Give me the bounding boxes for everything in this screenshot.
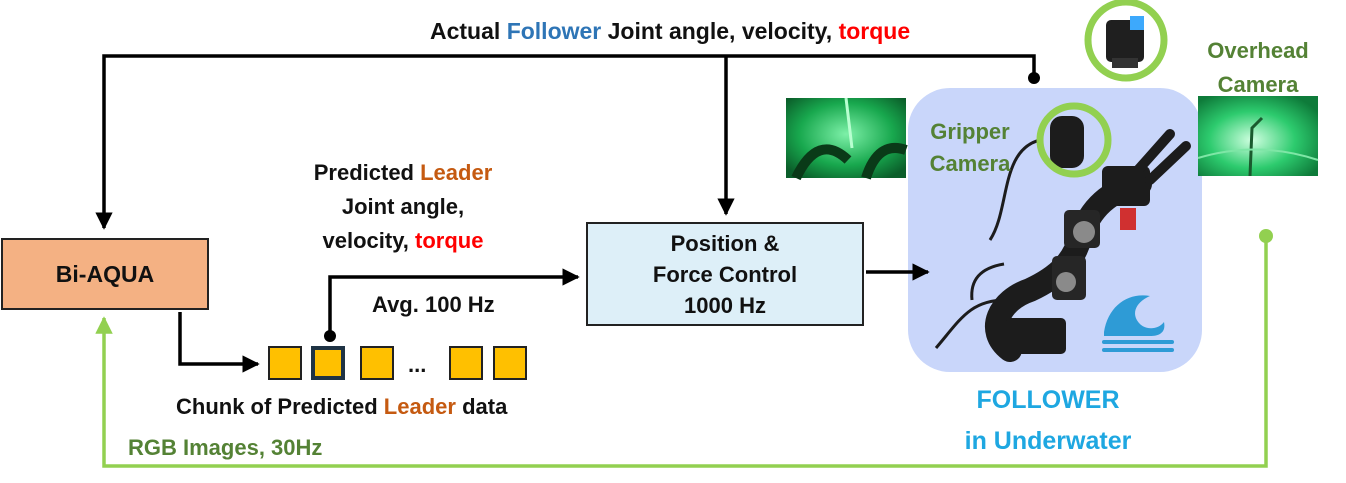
chunk-block — [268, 346, 302, 380]
rgb-images-feedback-line — [95, 236, 1268, 468]
chunk-caption: Chunk of Predicted Leader data — [176, 394, 507, 420]
actual-follower-middle: Joint angle, velocity, — [601, 18, 839, 44]
chunk-caption-prefix: Chunk of Predicted — [176, 394, 384, 419]
predicted-joint-angle: Joint angle, — [341, 194, 465, 219]
chunk-sample-dot — [324, 330, 336, 342]
predicted-prefix: Predicted — [313, 160, 421, 185]
chunk-ellipsis: ... — [408, 352, 427, 377]
overhead-camera-device — [1084, 0, 1168, 82]
bi-aqua-policy-box: Bi-AQUA — [1, 238, 209, 310]
overhead-camera-line-2: Camera — [1217, 72, 1299, 97]
predicted-torque-highlight: torque — [415, 228, 484, 253]
rate-label: Avg. 100 Hz — [372, 292, 495, 317]
gripper-camera-line-2: Camera — [929, 151, 1011, 176]
torque-highlight: torque — [838, 18, 911, 44]
follower-highlight: Follower — [506, 18, 602, 44]
gripper-camera-label: Gripper Camera — [914, 116, 1026, 180]
follower-underwater-label: FOLLOWER in Underwater — [928, 380, 1168, 462]
actual-follower-label: Actual Follower Joint angle, velocity, t… — [430, 18, 910, 45]
leader-highlight: Leader — [420, 160, 493, 185]
chunk-block-selected — [311, 346, 345, 380]
position-force-control-box: Position & Force Control 1000 Hz — [586, 222, 864, 326]
chunk-block — [449, 346, 483, 380]
rgb-images-label: RGB Images, 30Hz — [128, 435, 323, 460]
follower-line-1: FOLLOWER — [976, 386, 1120, 414]
overhead-camera-line-1: Overhead — [1207, 38, 1309, 63]
policy-to-chunk-line — [178, 312, 260, 373]
robot-arm-illustration — [934, 116, 1191, 362]
bi-aqua-label: Bi-AQUA — [55, 260, 155, 287]
chunk-caption-leader: Leader — [383, 394, 456, 419]
gripper-camera-highlight — [1036, 102, 1112, 178]
actual-follower-feedback-line — [95, 54, 1036, 230]
overhead-camera-label: Overhead Camera — [1190, 34, 1326, 102]
chunk-to-control-line — [328, 268, 580, 336]
follower-line-2: in Underwater — [964, 427, 1132, 455]
image-source-dot — [1259, 229, 1273, 243]
predicted-leader-label: Predicted Leader Joint angle, velocity, … — [284, 156, 522, 258]
gripper-camera-line-1: Gripper — [930, 119, 1010, 144]
chunk-block — [493, 346, 527, 380]
feedback-source-dot — [1028, 72, 1040, 84]
gripper-camera-image — [786, 97, 908, 181]
chunk-caption-suffix: data — [455, 394, 508, 419]
control-line-3: 1000 Hz — [684, 292, 766, 318]
control-line-1: Position & — [670, 230, 780, 256]
control-line-2: Force Control — [652, 261, 798, 287]
chunk-block — [360, 346, 394, 380]
overhead-camera-image — [1197, 96, 1319, 177]
actual-follower-prefix: Actual — [430, 18, 507, 44]
water-wave-icon — [1102, 295, 1174, 352]
predicted-velocity: velocity, — [322, 228, 416, 253]
